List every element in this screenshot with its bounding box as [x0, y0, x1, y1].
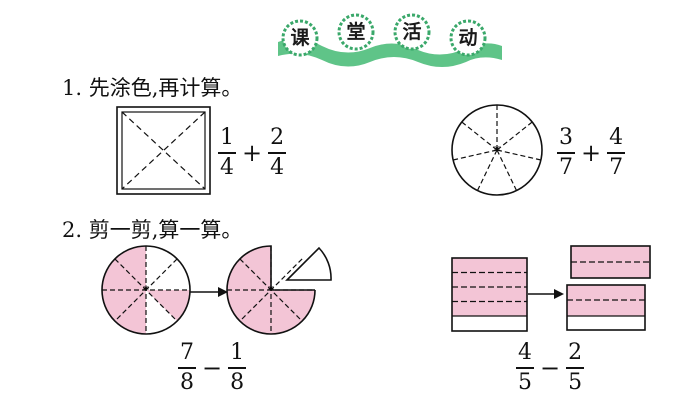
- circle-seven-eighths-figure: *: [101, 245, 191, 335]
- banner-char-3: 活: [402, 21, 422, 43]
- badge-circles: [281, 13, 487, 57]
- activity1-heading: 1. 先涂色,再计算。: [62, 76, 243, 100]
- rectangle-cut-figure: [566, 245, 651, 331]
- svg-text:*: *: [494, 143, 500, 157]
- fraction-a: 3 7: [557, 125, 575, 180]
- activity-banner: 课 堂 活 动: [270, 4, 510, 67]
- expression-7-8-minus-1-8: 7 8 − 1 8: [178, 340, 247, 395]
- fraction-b: 2 5: [566, 340, 585, 395]
- rectangle-four-fifths-figure: [451, 257, 528, 332]
- expression-4-5-minus-2-5: 4 5 − 2 5: [516, 340, 585, 395]
- arrow-right-icon: [190, 287, 228, 297]
- expression-1-4-plus-2-4: 1 4 + 2 4: [218, 125, 287, 180]
- fraction-b: 4 7: [607, 125, 626, 180]
- svg-text:*: *: [143, 283, 149, 297]
- svg-text:*: *: [268, 283, 274, 297]
- circle-cut-eighth-figure: *: [226, 245, 332, 335]
- fraction-a: 4 5: [516, 340, 534, 395]
- banner-char-2: 堂: [346, 21, 366, 43]
- arrow-right-icon: [528, 289, 564, 299]
- expression-3-7-plus-4-7: 3 7 + 4 7: [557, 125, 626, 180]
- activity2-heading: 2. 剪一剪,算一算。: [62, 218, 243, 242]
- banner-ribbon: [278, 13, 502, 67]
- fraction-b: 1 8: [228, 340, 247, 395]
- fraction-a: 7 8: [178, 340, 196, 395]
- circle-sevenths-figure: *: [451, 104, 543, 196]
- fraction-b: 2 4: [268, 125, 287, 180]
- banner-char-1: 课: [290, 27, 310, 49]
- square-quarters-figure: [116, 106, 211, 195]
- fraction-a: 1 4: [218, 125, 236, 180]
- ribbon-wave: [278, 38, 502, 67]
- banner-char-4: 动: [458, 27, 478, 49]
